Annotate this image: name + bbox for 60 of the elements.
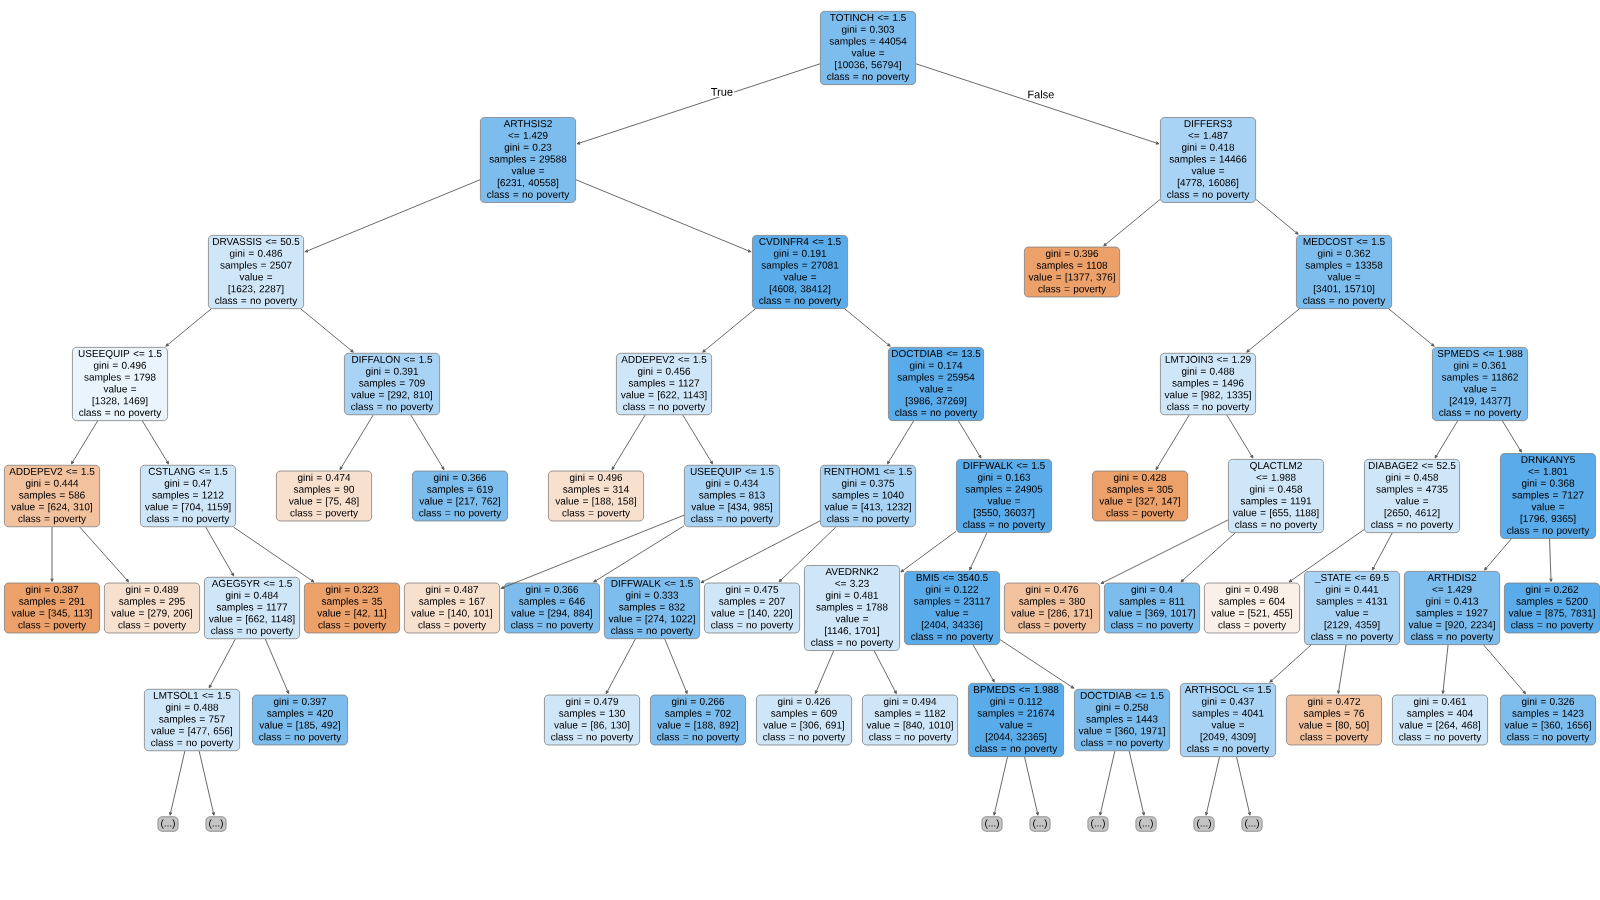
arrow <box>208 638 236 689</box>
arrow <box>958 420 982 459</box>
arrow <box>71 420 98 465</box>
arrow <box>1288 529 1365 583</box>
arrow <box>1155 414 1190 471</box>
arrow <box>410 414 445 471</box>
arrow <box>844 308 891 347</box>
arrow <box>264 638 290 695</box>
arrow <box>1484 538 1512 571</box>
arrow <box>900 530 957 573</box>
arrow <box>1483 644 1526 695</box>
arrow <box>169 750 186 816</box>
arrow <box>611 414 646 471</box>
arrow <box>1226 414 1254 459</box>
arrow <box>1388 308 1435 347</box>
arrow <box>873 650 897 695</box>
arrow <box>1103 199 1161 247</box>
arrow <box>1549 538 1553 582</box>
arrow <box>233 526 315 583</box>
arrow <box>1128 750 1145 816</box>
arrow <box>205 526 235 577</box>
arrow <box>1255 199 1299 235</box>
arrow <box>1269 644 1312 683</box>
arrow <box>1337 644 1347 694</box>
arrow <box>605 638 636 695</box>
arrow <box>999 639 1075 689</box>
arrow <box>304 179 481 253</box>
arrow <box>593 525 685 583</box>
arrow <box>915 63 1160 145</box>
arrow <box>165 308 212 347</box>
arrow <box>339 414 374 471</box>
arrow <box>1434 420 1458 459</box>
arrow <box>682 414 713 465</box>
arrow <box>1371 532 1393 571</box>
arrow <box>778 526 837 583</box>
arrow <box>1246 308 1300 353</box>
arrow <box>1180 532 1236 583</box>
arrow <box>700 520 821 584</box>
arrow <box>1502 420 1522 453</box>
arrow <box>993 756 1008 816</box>
arrow <box>1024 756 1039 816</box>
arrow <box>575 179 752 253</box>
arrow <box>887 420 914 465</box>
arrow <box>1100 519 1229 584</box>
arrow <box>198 750 215 816</box>
arrow <box>79 526 130 583</box>
arrow <box>142 420 169 465</box>
arrow <box>500 514 685 589</box>
arrow <box>576 63 821 145</box>
arrow <box>1441 644 1449 694</box>
arrow <box>969 532 988 571</box>
arrow <box>814 650 835 695</box>
arrow <box>702 308 756 353</box>
arrow <box>664 638 688 695</box>
arrow <box>1236 756 1251 816</box>
arrow <box>972 644 995 683</box>
arrow <box>300 308 354 353</box>
arrow <box>1099 750 1116 816</box>
arrow <box>1205 756 1220 816</box>
arrow <box>50 526 54 582</box>
